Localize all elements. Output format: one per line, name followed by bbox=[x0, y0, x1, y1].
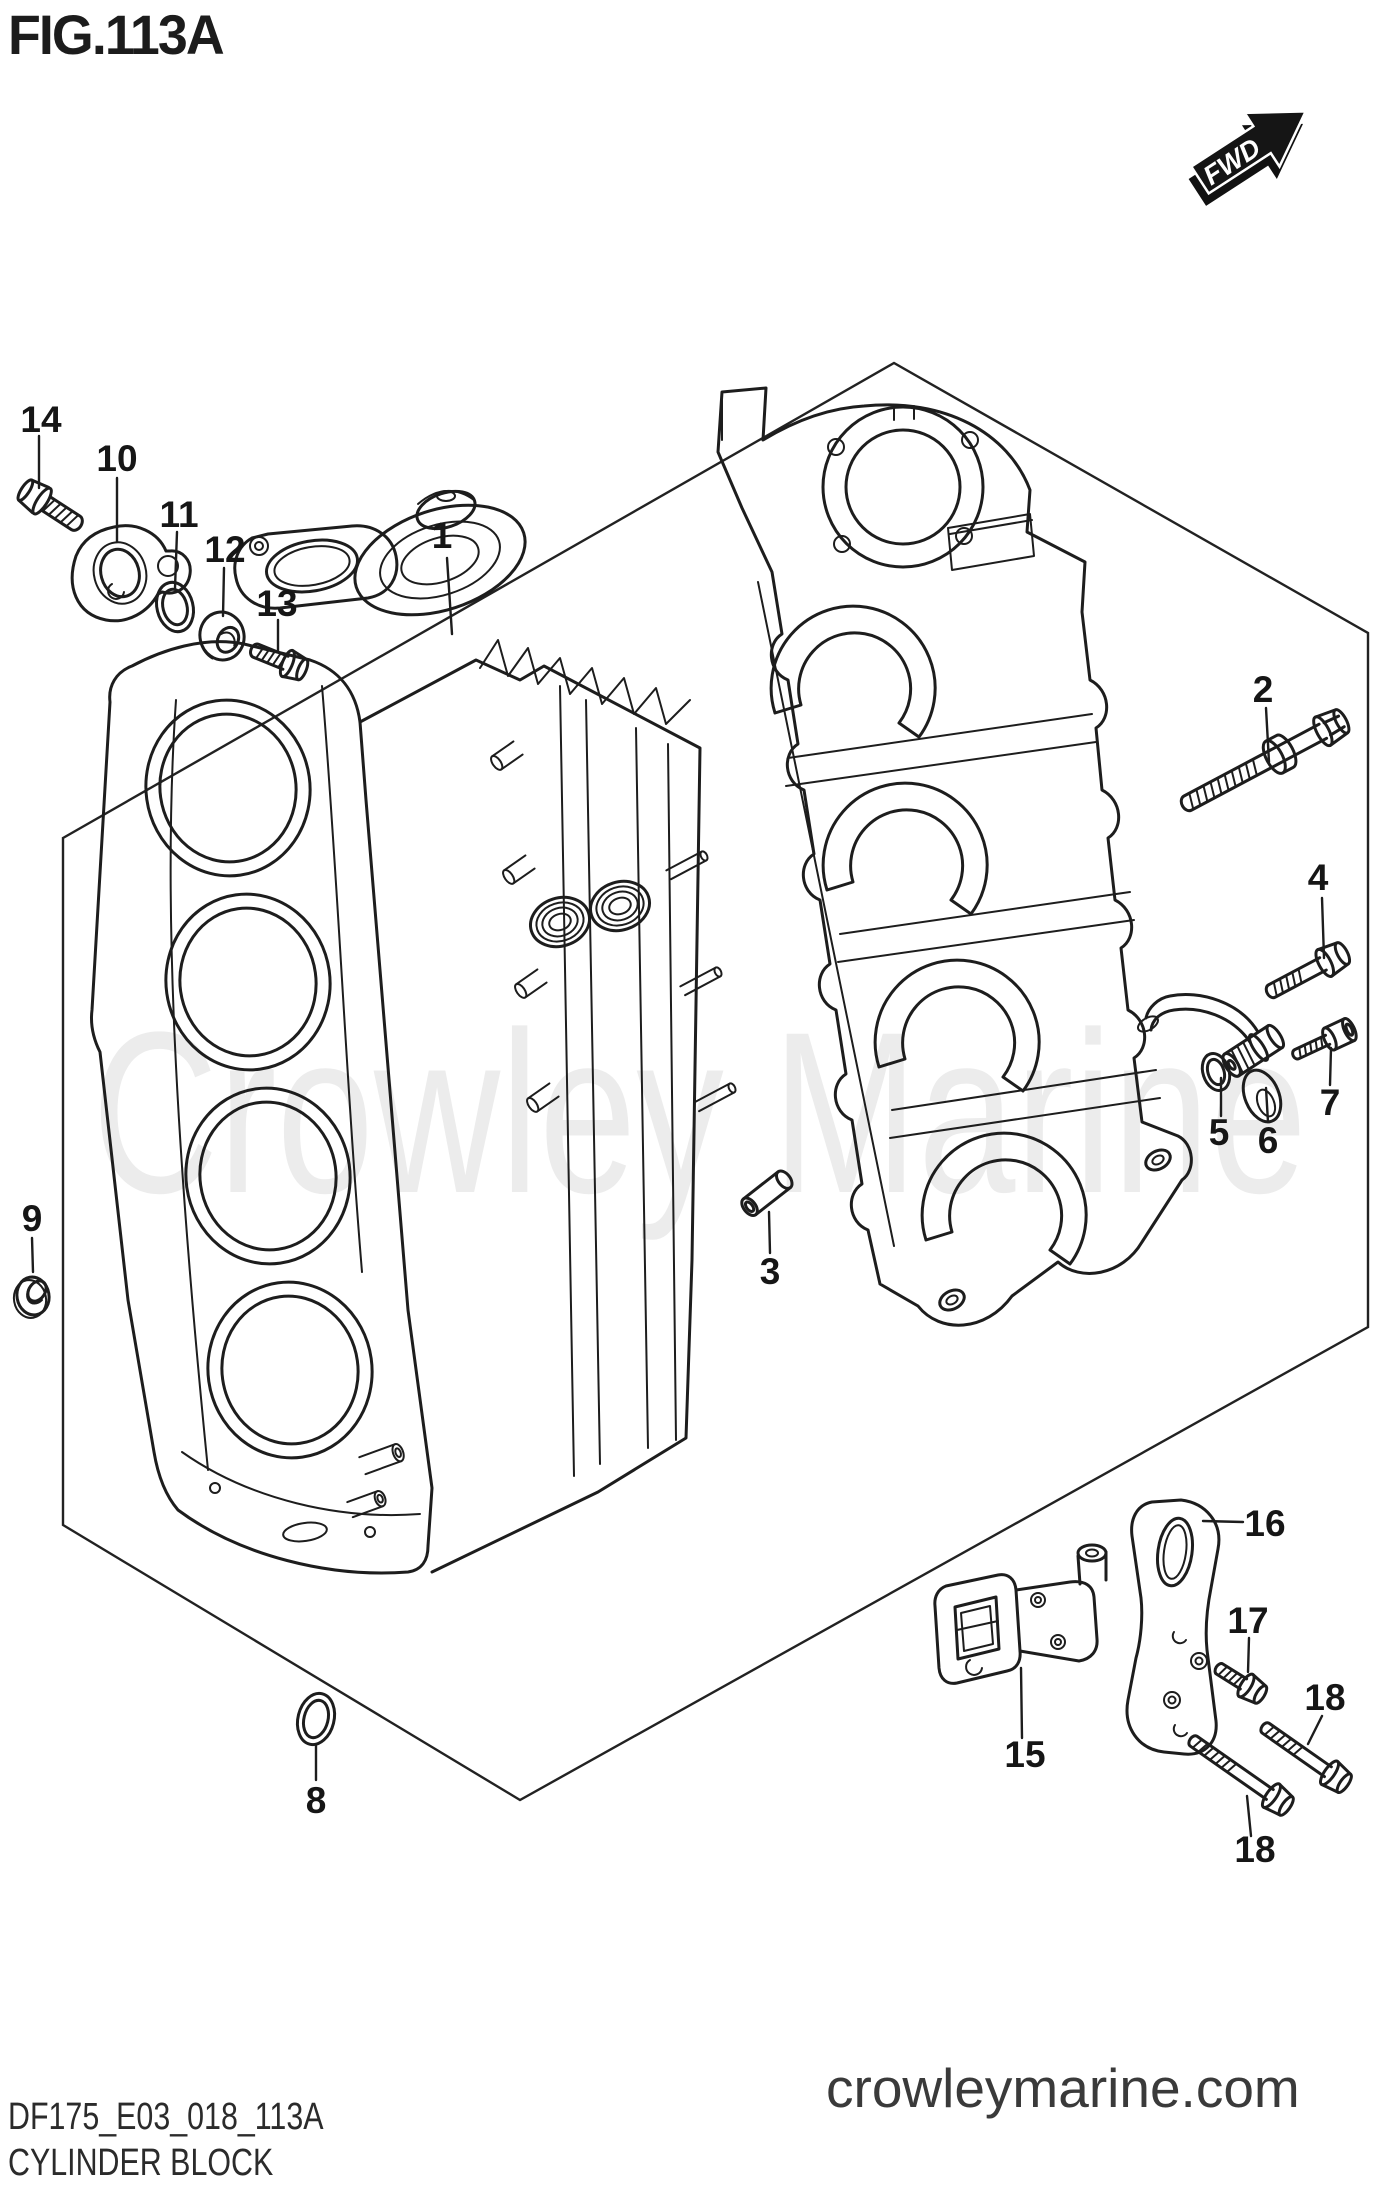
callout-2: 2 bbox=[1252, 669, 1274, 710]
callout-1: 1 bbox=[431, 515, 453, 556]
website-text: crowleymarine.com bbox=[826, 2057, 1300, 2119]
block-side-section bbox=[346, 639, 702, 1574]
cylinder-bores bbox=[144, 698, 374, 1460]
part-oring-8 bbox=[295, 1691, 337, 1747]
part-grommet-9 bbox=[12, 1275, 51, 1319]
cylinder-block-left bbox=[90, 640, 434, 1575]
callout-8: 8 bbox=[305, 1780, 327, 1821]
callout-11: 11 bbox=[159, 494, 199, 535]
part-bolt-7 bbox=[1291, 1017, 1358, 1061]
part-bolt-4 bbox=[1264, 941, 1352, 1000]
callout-12: 12 bbox=[204, 529, 246, 570]
studs bbox=[665, 850, 737, 1113]
part-bolt-14 bbox=[16, 478, 84, 532]
fwd-arrow-icon: FWD bbox=[1188, 110, 1308, 206]
callout-4: 4 bbox=[1307, 857, 1329, 898]
part-cover-10 bbox=[70, 524, 192, 623]
bottom-stubs bbox=[346, 1443, 405, 1519]
callout-6: 6 bbox=[1257, 1120, 1279, 1161]
part-bolt-18a bbox=[1259, 1721, 1353, 1795]
callout-18b: 18 bbox=[1234, 1829, 1276, 1870]
part-bracket-15 bbox=[933, 1543, 1108, 1685]
callout-10: 10 bbox=[96, 438, 138, 479]
callout-9: 9 bbox=[21, 1198, 43, 1239]
callout-14: 14 bbox=[20, 399, 62, 440]
callout-5: 5 bbox=[1208, 1112, 1230, 1153]
watermark-text: Crowley Marine bbox=[92, 984, 1307, 1241]
side-bosses bbox=[490, 740, 560, 1113]
part-bolt-2 bbox=[1179, 708, 1351, 813]
drawing-name: CYLINDER BLOCK bbox=[8, 2142, 274, 2184]
callout-13: 13 bbox=[256, 583, 298, 624]
part-plate-16 bbox=[1125, 1498, 1221, 1756]
part-dowel-3 bbox=[740, 1169, 794, 1217]
diagram-frame bbox=[61, 361, 1370, 1802]
part-bolt-18b bbox=[1187, 1734, 1295, 1817]
threaded-holes bbox=[529, 879, 651, 949]
drawing-code: DF175_E03_018_113A bbox=[8, 2096, 324, 2138]
callout-17: 17 bbox=[1227, 1600, 1269, 1641]
top-collar bbox=[233, 489, 527, 617]
callout-16: 16 bbox=[1244, 1503, 1286, 1544]
callout-7: 7 bbox=[1319, 1082, 1341, 1123]
part-fitting-6 bbox=[1137, 993, 1286, 1124]
bearing-saddles bbox=[769, 604, 1088, 1266]
part-bolt-17 bbox=[1213, 1662, 1269, 1705]
figure-title: FIG.113A bbox=[8, 3, 225, 66]
leader-lines bbox=[30, 434, 1333, 1838]
crankcase-panel bbox=[665, 386, 1193, 1327]
part-oring-11 bbox=[155, 580, 195, 634]
callout-15: 15 bbox=[1004, 1734, 1046, 1775]
callout-18a: 18 bbox=[1304, 1677, 1346, 1718]
part-seal-12 bbox=[198, 610, 246, 662]
callout-3: 3 bbox=[759, 1251, 781, 1292]
part-bolt-13 bbox=[249, 642, 310, 682]
